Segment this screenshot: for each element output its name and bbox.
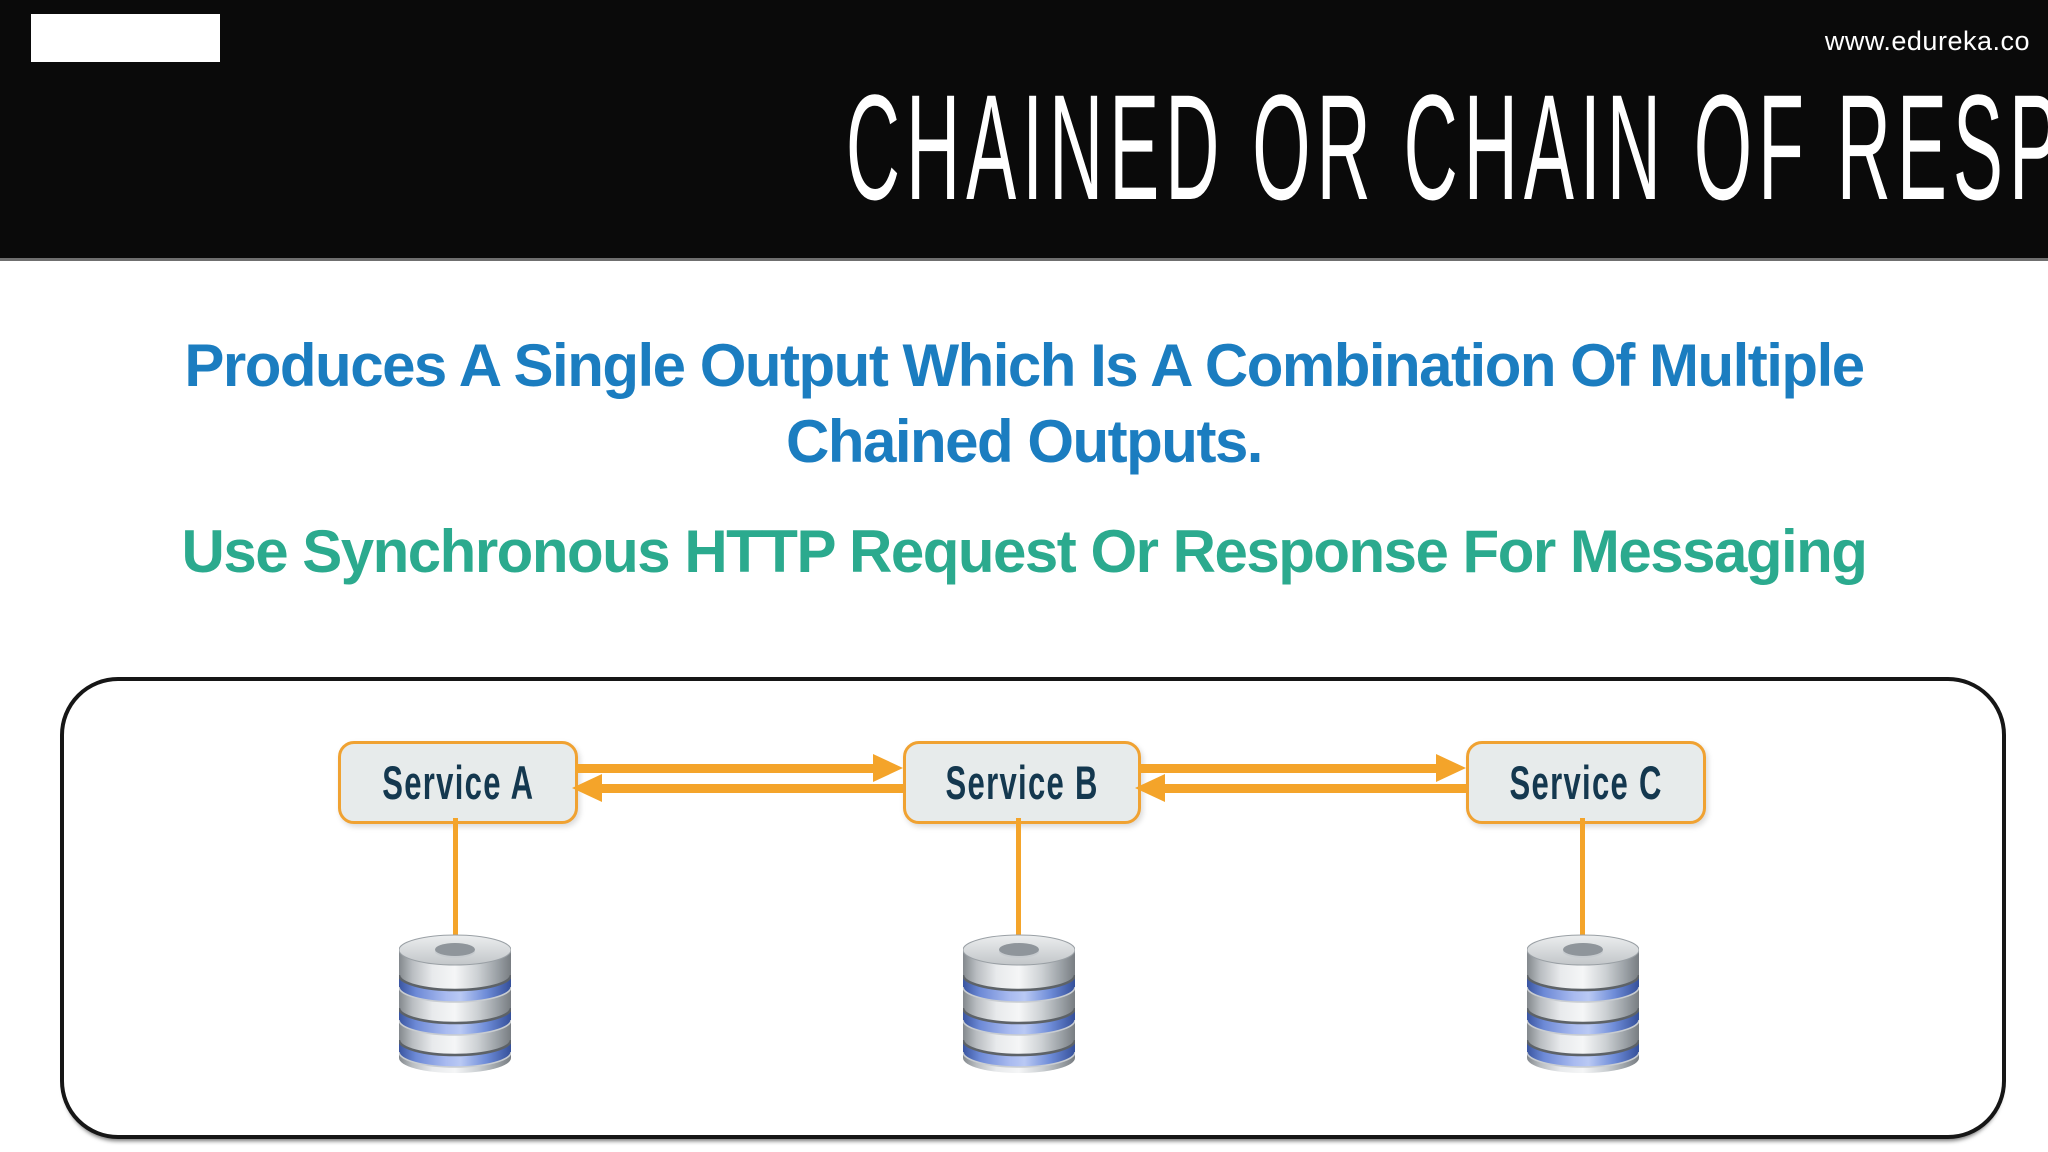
arrow-a-to-b-line: [575, 764, 875, 773]
arrow-b-to-a-head-icon: [572, 774, 602, 802]
database-cylinder-icon: [399, 934, 511, 1073]
service-c-box: Service C: [1466, 741, 1706, 824]
arrow-b-to-a-line: [602, 784, 903, 793]
service-b-box: Service B: [903, 741, 1141, 824]
site-url: www.edureka.co: [1824, 26, 2030, 56]
arrow-c-to-b-line: [1165, 784, 1466, 793]
service-b-label: Service B: [945, 756, 1099, 809]
database-cylinder-icon: [963, 934, 1075, 1073]
headline-line1: Produces A Single Output Which Is A Comb…: [184, 332, 1865, 399]
arrow-b-to-c-head-icon: [1436, 754, 1466, 782]
arrow-b-to-c-line: [1138, 764, 1436, 773]
service-a-label: Service A: [381, 756, 535, 809]
page-title: CHAINED OR CHAIN OF RESPONSIBILITY: [845, 63, 2048, 231]
arrow-c-to-b-head-icon: [1135, 774, 1165, 802]
service-c-label: Service C: [1509, 756, 1663, 809]
connector-c-to-database: [1580, 818, 1585, 946]
subheadline: Use Synchronous HTTP Request Or Response…: [181, 518, 1868, 585]
headline-line2: Chained Outputs.: [786, 408, 1263, 475]
database-cylinder-icon: [1527, 934, 1639, 1073]
headline: Produces A Single Output Which Is A Comb…: [0, 328, 2048, 480]
connector-b-to-database: [1016, 818, 1021, 946]
arrow-a-to-b-head-icon: [873, 754, 903, 782]
logo-placeholder: [31, 14, 220, 62]
service-a-box: Service A: [338, 741, 578, 824]
connector-a-to-database: [453, 818, 458, 946]
title-banner: www.edureka.co CHAINED OR CHAIN OF RESPO…: [0, 0, 2048, 261]
